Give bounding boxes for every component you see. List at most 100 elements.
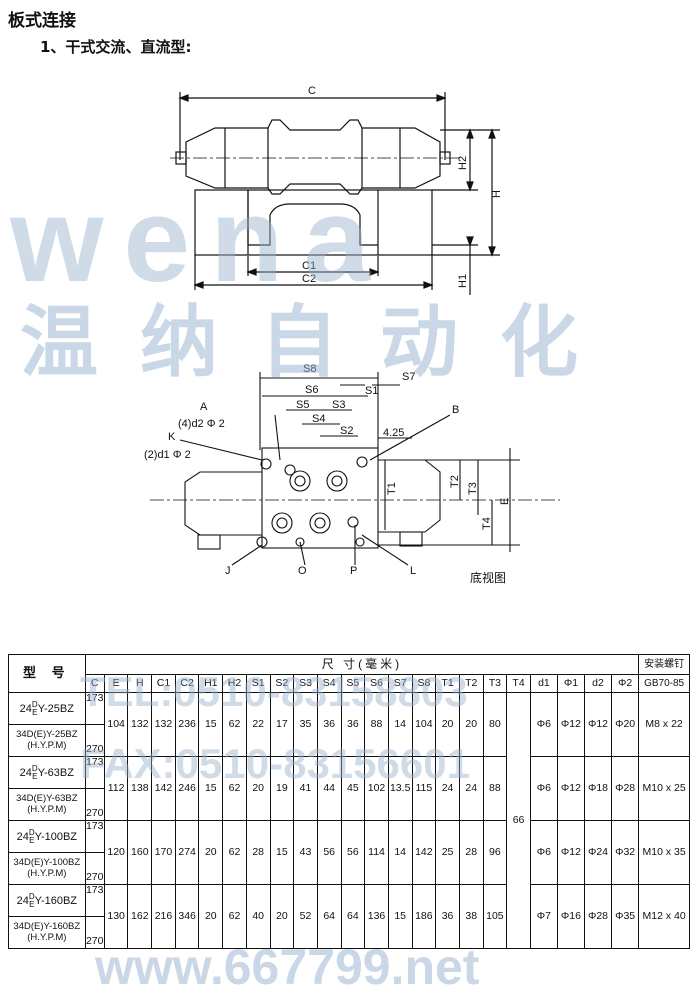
- cell-c: 173: [84, 820, 105, 853]
- cell-c: 270: [84, 852, 105, 885]
- cell-h2: 62: [222, 820, 247, 885]
- model-alt-line2: (H.Y.P.M): [27, 739, 67, 751]
- dim-t1-label: T1: [386, 482, 398, 495]
- cell-s6: 114: [364, 820, 389, 885]
- cell-s2: 15: [269, 820, 295, 885]
- cell-s7: 14: [387, 820, 413, 885]
- dim-s2-label: S2: [340, 425, 353, 437]
- dim-offset-label: 4.25: [383, 427, 404, 439]
- column-header: GB70-85: [638, 674, 690, 693]
- model-suffix: Y-160BZ: [34, 894, 78, 907]
- dim-t3-label: T3: [467, 482, 479, 495]
- dim-s1-label: S1: [365, 385, 378, 397]
- model-alt-line2: (H.Y.P.M): [27, 867, 67, 879]
- cell-e: 120: [103, 820, 129, 885]
- cell-s8: 186: [411, 884, 437, 949]
- model-sup: D: [28, 827, 35, 837]
- model-alt-line1: 34D(E)Y-100BZ: [13, 857, 81, 869]
- cell-t3: 96: [482, 820, 508, 885]
- cell-h: 138: [127, 756, 153, 821]
- model-cell-alt: 34D(E)Y-100BZ(H.Y.P.M): [8, 852, 86, 885]
- dim-c-label: C: [308, 85, 316, 97]
- cell-s3: 35: [293, 692, 318, 757]
- model-cell-alt: 34D(E)Y-63BZ(H.Y.P.M): [8, 788, 86, 821]
- cell-s6: 102: [364, 756, 389, 821]
- cell-s1: 28: [245, 820, 271, 885]
- model-sub: E: [29, 835, 35, 845]
- cell-d1: Φ6: [529, 820, 558, 885]
- cell-t2: 24: [458, 756, 484, 821]
- column-header: Φ2: [611, 674, 640, 693]
- cell-c: 173: [84, 756, 105, 789]
- table-row: 34D(E)Y-63BZ(H.Y.P.M)270: [8, 788, 690, 821]
- column-header: C: [84, 674, 105, 693]
- cell-c: 270: [84, 724, 105, 757]
- model-cell-alt: 34D(E)Y-25BZ(H.Y.P.M): [8, 724, 86, 757]
- column-header: d1: [529, 674, 558, 693]
- cell-s4: 56: [316, 820, 342, 885]
- cell-s5: 64: [340, 884, 366, 949]
- cell-t3: 80: [482, 692, 508, 757]
- dim-s6-label: S6: [305, 384, 318, 396]
- cell-s3: 43: [293, 820, 318, 885]
- cell-s7: 14: [387, 692, 413, 757]
- cell-φ1: Φ12: [556, 692, 585, 757]
- dim-h2-label: H2: [457, 156, 469, 170]
- screw-header: 安装螺钉: [638, 654, 690, 675]
- cell-d2: Φ24: [583, 820, 613, 885]
- column-header: T3: [482, 674, 508, 693]
- dim-s3-label: S3: [332, 399, 345, 411]
- cell-c1: 132: [151, 692, 176, 757]
- cell-c2: 274: [174, 820, 200, 885]
- cell-c1: 170: [151, 820, 176, 885]
- column-header: H1: [198, 674, 224, 693]
- page-title: 板式连接: [8, 11, 76, 31]
- model-prefix: 24: [16, 894, 29, 907]
- dim-s8-label: S8: [303, 363, 316, 375]
- column-header: S4: [316, 674, 342, 693]
- top-view-drawing: C H H2 H1 C1 C2: [170, 85, 503, 295]
- column-header: S1: [245, 674, 271, 693]
- column-header: H2: [222, 674, 247, 693]
- cell-φ1: Φ12: [556, 820, 585, 885]
- cell-e: 104: [103, 692, 129, 757]
- cell-s3: 41: [293, 756, 318, 821]
- model-sub: E: [29, 899, 35, 909]
- cell-c2: 246: [174, 756, 200, 821]
- column-header: T2: [458, 674, 484, 693]
- column-header: S5: [340, 674, 366, 693]
- cell-s5: 45: [340, 756, 366, 821]
- cell-screw: M12 x 40: [638, 884, 690, 949]
- column-header: C2: [174, 674, 200, 693]
- cell-e: 130: [103, 884, 129, 949]
- model-suffix: Y-63BZ: [37, 766, 74, 779]
- bottom-view-drawing: S8 S7 S1 S6 S5 S3 S4 S2 4.25 A (4)d2 Φ 2…: [144, 363, 560, 585]
- dim-t2-label: T2: [449, 475, 461, 488]
- cell-c2: 236: [174, 692, 200, 757]
- cell-t4: 66: [506, 692, 531, 949]
- callout-p: P: [350, 565, 357, 577]
- cell-t3: 105: [482, 884, 508, 949]
- cell-φ2: Φ28: [611, 756, 640, 821]
- cell-s7: 13.5: [387, 756, 413, 821]
- cell-s3: 52: [293, 884, 318, 949]
- table-row: 34D(E)Y-25BZ(H.Y.P.M)270: [8, 724, 690, 757]
- cell-s2: 20: [269, 884, 295, 949]
- cell-h1: 15: [198, 756, 224, 821]
- cell-h2: 62: [222, 884, 247, 949]
- callout-b: B: [452, 404, 459, 416]
- dim-t4-label: T4: [481, 517, 493, 530]
- dim-s5-label: S5: [296, 399, 309, 411]
- cell-c1: 216: [151, 884, 176, 949]
- table-row: 34D(E)Y-160BZ(H.Y.P.M)270: [8, 916, 690, 949]
- model-prefix: 24: [19, 702, 32, 715]
- column-header: S6: [364, 674, 389, 693]
- section-subtitle: 1、干式交流、直流型:: [40, 38, 192, 56]
- cell-s5: 56: [340, 820, 366, 885]
- bottom-view-caption: 底视图: [470, 570, 506, 585]
- cell-d1: Φ7: [529, 884, 558, 949]
